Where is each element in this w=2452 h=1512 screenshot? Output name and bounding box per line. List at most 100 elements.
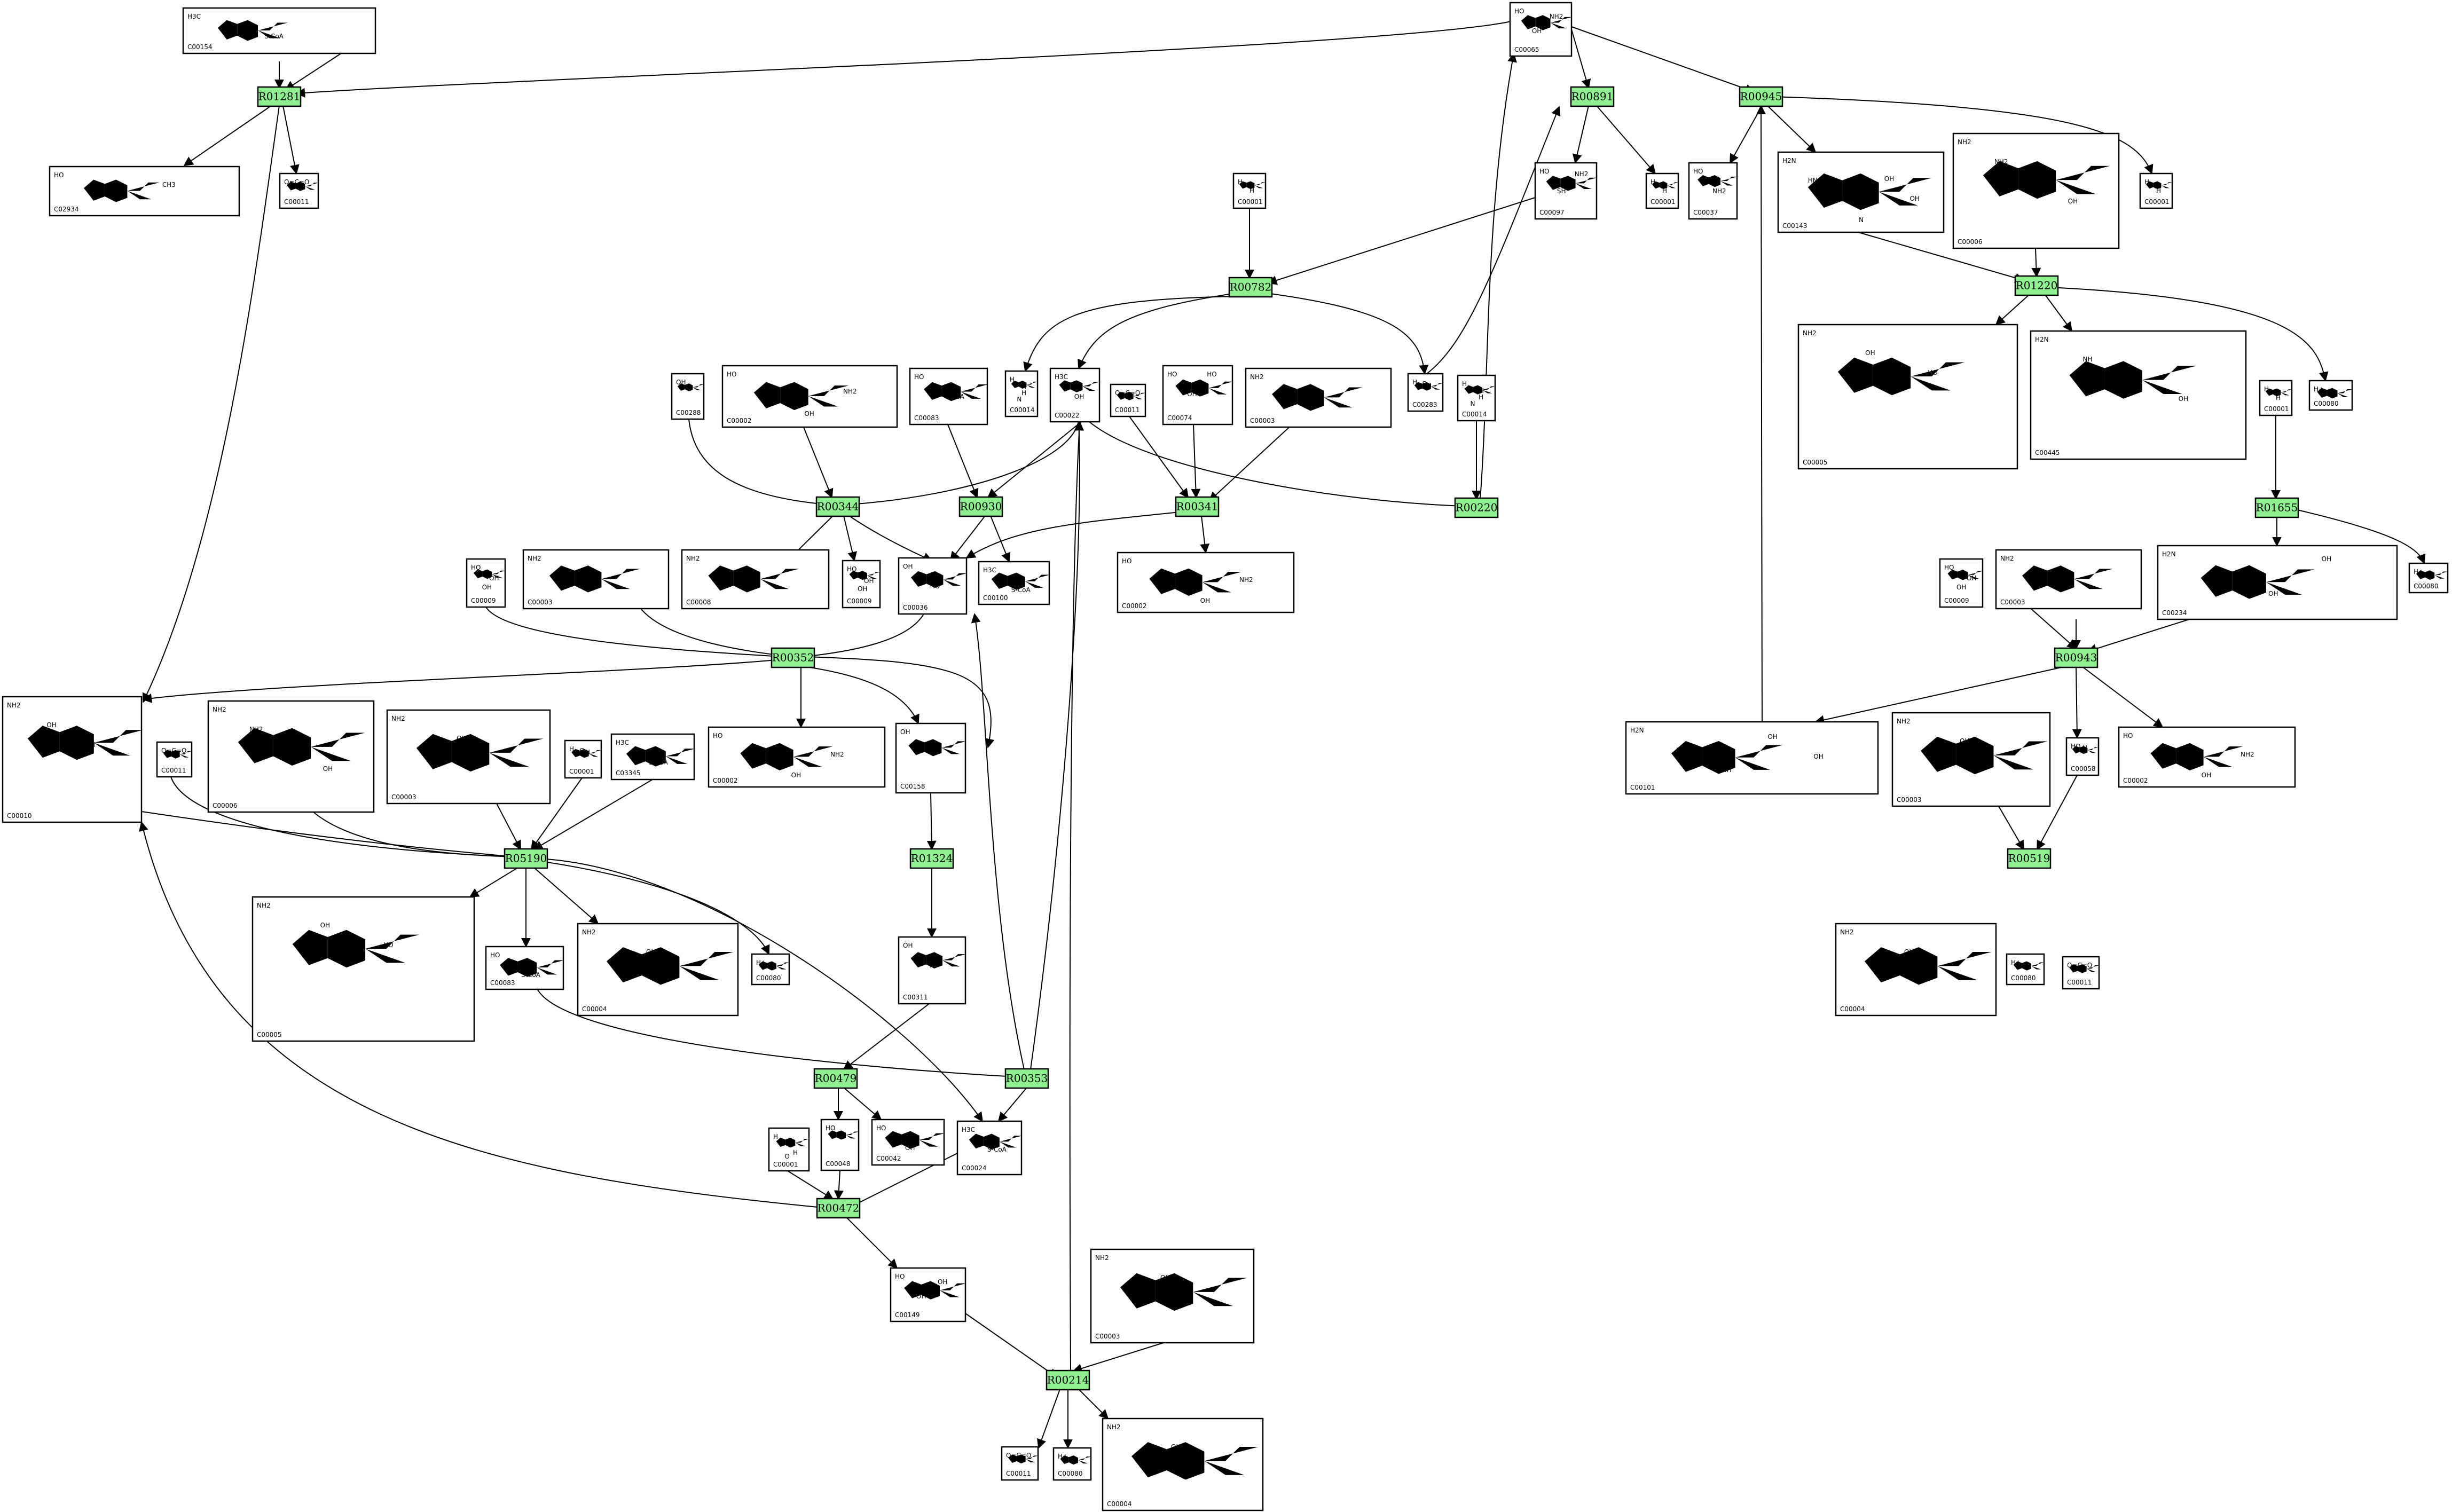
compound-id-label: C00009 [1944, 597, 1969, 604]
compound-c00080[interactable]: H+C00080 [2408, 562, 2449, 594]
reaction-r05190[interactable]: R05190 [504, 848, 548, 869]
compound-c00080[interactable]: H+C00080 [751, 953, 790, 986]
reaction-r00943[interactable]: R00943 [2054, 647, 2099, 668]
reaction-r00479[interactable]: R00479 [813, 1068, 858, 1089]
edge-8 [142, 105, 280, 703]
compound-box [1645, 172, 1679, 209]
reaction-r00353[interactable]: R00353 [1004, 1068, 1049, 1089]
atom-label: OH [2322, 555, 2331, 563]
compound-id-label: C00010 [7, 812, 32, 820]
reaction-r00344[interactable]: R00344 [815, 496, 860, 517]
reaction-r00214[interactable]: R00214 [1046, 1369, 1090, 1391]
reaction-r01324[interactable]: R01324 [909, 848, 954, 869]
reaction-r01655[interactable]: R01655 [2254, 497, 2299, 518]
atom-label: NH2 [391, 715, 405, 722]
compound-box [1001, 1446, 1039, 1481]
edge-32 [1208, 424, 1293, 502]
reaction-r00341[interactable]: R00341 [1175, 496, 1220, 517]
compound-box [768, 1127, 810, 1172]
reaction-r00891[interactable]: R00891 [1570, 86, 1615, 107]
atom-label: H+ [2314, 385, 2324, 393]
atom-label: H [773, 1133, 778, 1140]
reaction-r00352[interactable]: R00352 [771, 647, 815, 668]
compound-c00080[interactable]: H+C00080 [2308, 380, 2353, 411]
reaction-r01220[interactable]: R01220 [2014, 275, 2059, 296]
reaction-r00472[interactable]: R00472 [816, 1198, 861, 1219]
reaction-r00945[interactable]: R00945 [1739, 86, 1783, 107]
reaction-r00930[interactable]: R00930 [958, 496, 1003, 517]
reaction-r01281[interactable]: R01281 [257, 86, 302, 107]
edge-62 [1998, 806, 2024, 850]
reaction-box [1454, 497, 1499, 518]
reaction-r00782[interactable]: R00782 [1228, 277, 1273, 298]
reaction-r00519[interactable]: R00519 [2007, 848, 2052, 869]
atom-label: NH2 [213, 706, 226, 713]
atom-label: S-CoA [649, 759, 669, 766]
atom-label: NH2 [1095, 1254, 1109, 1262]
compound-c00080[interactable]: H+C00080 [1052, 1447, 1092, 1481]
compound-c00080[interactable]: H+C00080 [2006, 953, 2045, 986]
reaction-r00220[interactable]: R00220 [1454, 497, 1499, 518]
